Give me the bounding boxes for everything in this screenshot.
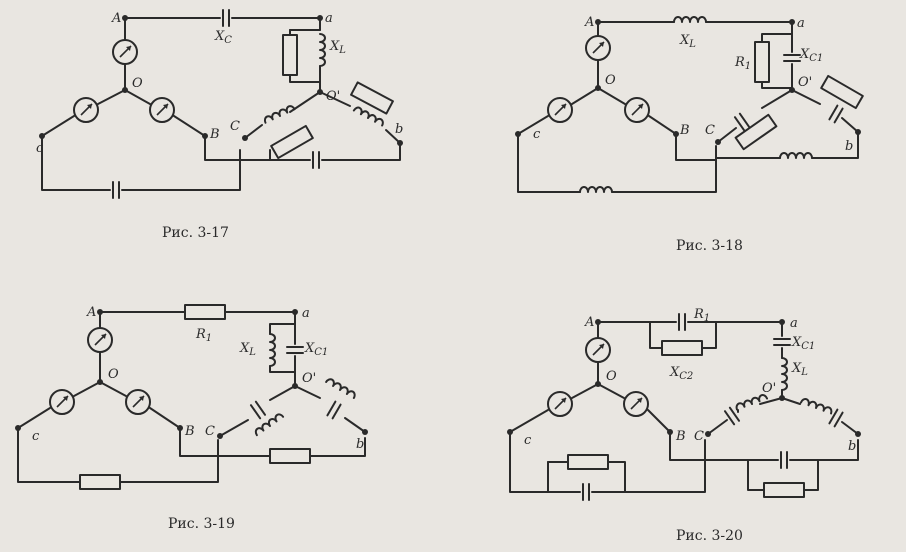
figure-3-20: A a R1 XC2 XC1 XL O O' B C c b Рис. 3-20 bbox=[507, 307, 861, 544]
figure-3-18: A a XL R1 XC1 O O' B C c b Рис. 3-18 bbox=[515, 15, 864, 254]
svg-text:C: C bbox=[694, 429, 704, 444]
figure-3-17: A a XC XL O O' B C c b Рис. 3-17 bbox=[36, 9, 403, 241]
svg-text:O: O bbox=[605, 73, 616, 88]
svg-text:C: C bbox=[230, 119, 240, 134]
svg-text:a: a bbox=[790, 316, 798, 331]
svg-text:XC1: XC1 bbox=[304, 341, 328, 358]
svg-text:a: a bbox=[302, 306, 310, 321]
svg-text:XC1: XC1 bbox=[799, 47, 823, 64]
wattmeter-icon bbox=[623, 391, 649, 417]
figure-caption: Рис. 3-19 bbox=[168, 516, 235, 532]
figure-caption: Рис. 3-20 bbox=[676, 528, 743, 544]
svg-text:XL: XL bbox=[679, 33, 696, 50]
wattmeter-icon bbox=[149, 97, 175, 123]
svg-text:XC: XC bbox=[214, 29, 232, 46]
svg-text:O': O' bbox=[798, 75, 812, 90]
svg-text:A: A bbox=[584, 15, 594, 30]
svg-text:C: C bbox=[705, 123, 715, 138]
svg-text:O': O' bbox=[762, 381, 776, 396]
svg-text:XL: XL bbox=[329, 39, 346, 56]
svg-text:XC1: XC1 bbox=[791, 335, 815, 352]
svg-text:b: b bbox=[845, 139, 853, 154]
ammeter-icon bbox=[585, 337, 611, 363]
svg-text:O: O bbox=[108, 367, 119, 382]
svg-text:XL: XL bbox=[791, 361, 808, 378]
svg-text:XC2: XC2 bbox=[669, 365, 693, 382]
svg-text:A: A bbox=[584, 315, 594, 330]
wattmeter-icon bbox=[547, 97, 573, 123]
svg-text:R1: R1 bbox=[195, 327, 212, 344]
svg-text:A: A bbox=[86, 305, 96, 320]
wattmeter-icon bbox=[73, 97, 99, 123]
svg-text:B: B bbox=[184, 424, 195, 439]
figure-caption: Рис. 3-17 bbox=[162, 225, 229, 241]
svg-text:b: b bbox=[356, 437, 364, 452]
svg-text:B: B bbox=[679, 123, 690, 138]
svg-text:c: c bbox=[533, 127, 541, 142]
figure-3-19: A a R1 XL XC1 O O' B C c b Рис. 3-19 bbox=[15, 304, 368, 532]
svg-text:B: B bbox=[209, 127, 220, 142]
svg-text:R1: R1 bbox=[734, 55, 751, 72]
svg-text:XL: XL bbox=[239, 341, 256, 358]
svg-text:A: A bbox=[111, 11, 121, 26]
svg-text:R1: R1 bbox=[693, 307, 710, 324]
ammeter-icon bbox=[585, 35, 611, 61]
svg-text:a: a bbox=[797, 16, 805, 31]
svg-text:C: C bbox=[205, 424, 215, 439]
ammeter-icon bbox=[112, 39, 138, 65]
svg-text:O': O' bbox=[326, 89, 340, 104]
svg-text:c: c bbox=[36, 141, 44, 156]
svg-text:O': O' bbox=[302, 371, 316, 386]
svg-text:B: B bbox=[675, 429, 686, 444]
wattmeter-icon bbox=[624, 97, 650, 123]
ammeter-icon bbox=[87, 327, 113, 353]
svg-text:a: a bbox=[325, 11, 333, 26]
svg-text:c: c bbox=[32, 429, 40, 444]
svg-text:O: O bbox=[606, 369, 617, 384]
svg-text:c: c bbox=[524, 433, 532, 448]
svg-text:b: b bbox=[395, 122, 403, 137]
wattmeter-icon bbox=[49, 389, 75, 415]
svg-text:b: b bbox=[848, 439, 856, 454]
svg-text:O: O bbox=[132, 76, 143, 91]
wattmeter-icon bbox=[547, 391, 573, 417]
figure-caption: Рис. 3-18 bbox=[676, 238, 743, 254]
wattmeter-icon bbox=[125, 389, 151, 415]
